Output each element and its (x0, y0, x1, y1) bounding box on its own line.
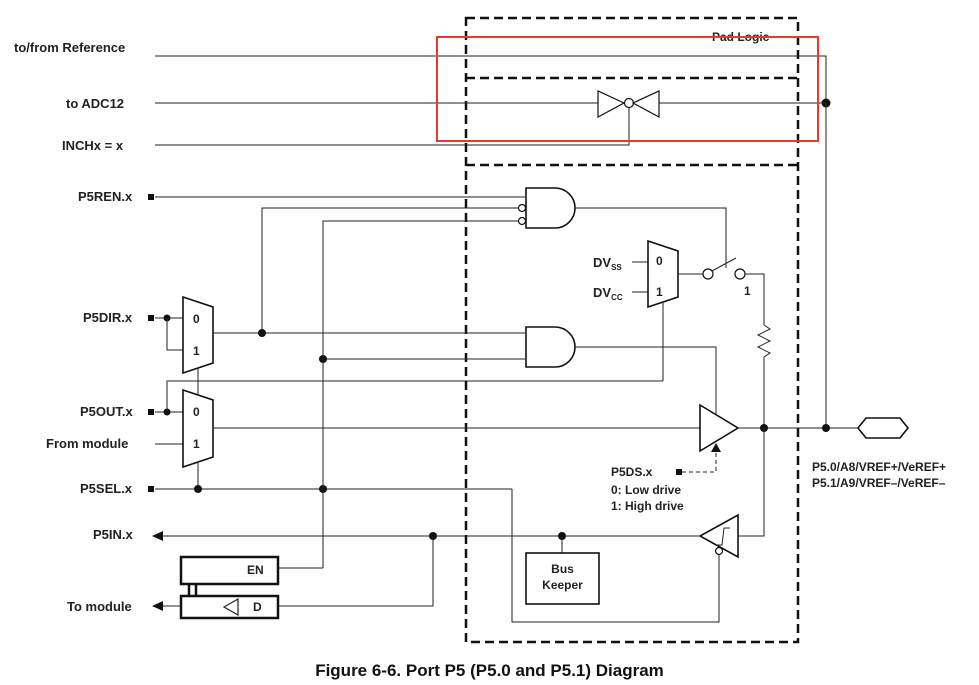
to-adc12-label: to ADC12 (66, 96, 124, 111)
bus-keeper: Bus Keeper (525, 552, 600, 605)
p5out-mux-0: 0 (193, 405, 200, 419)
p5ds-label: P5DS.x (611, 465, 653, 479)
pin-connector: P5.0/A8/VREF+/VeREF+ P5.1/A9/VREF–/VeREF… (812, 417, 946, 490)
output-buffer (699, 98, 860, 453)
pullup-switch: 1 (702, 257, 772, 530)
figure-caption: Figure 6-6. Port P5 (P5.0 and P5.1) Diag… (315, 661, 664, 680)
input-latch: EN D (152, 536, 434, 620)
pin-label-1: P5.0/A8/VREF+/VeREF+ (812, 460, 946, 474)
supply-mux: 0 1 DVSS DVCC (593, 239, 703, 381)
adc12-path (155, 90, 826, 146)
dvss-label: DVSS (593, 255, 622, 272)
p5out-mux-1: 1 (193, 437, 200, 451)
p5sel-label: P5SEL.x (80, 481, 133, 496)
bus-keeper-line2: Keeper (542, 578, 583, 592)
p5dir-mux-1: 1 (193, 344, 200, 358)
p5sel-path (148, 221, 720, 623)
inchx-label: INCHx = x (62, 138, 124, 153)
p5dir-mux-0: 0 (193, 312, 200, 326)
latch-en-label: EN (247, 563, 264, 577)
high-drive-label: 1: High drive (611, 499, 684, 513)
pad-logic-region: Pad Logic (464, 16, 800, 644)
reference-line (155, 55, 827, 103)
p5out-mux: 0 1 (148, 380, 700, 489)
pin-label-2: P5.1/A9/VREF–/VeREF– (812, 476, 946, 490)
p5dir-label: P5DIR.x (83, 310, 133, 325)
bus-keeper-line1: Bus (551, 562, 574, 576)
p5dir-mux: 0 1 (148, 295, 525, 398)
p5in-label: P5IN.x (93, 527, 134, 542)
input-buffer (152, 428, 765, 559)
p5ren-label: P5REN.x (78, 189, 133, 204)
and-gate-lower (319, 326, 717, 414)
p5ren-path (148, 194, 525, 200)
dvcc-label: DVCC (593, 285, 623, 302)
switch-1-label: 1 (744, 284, 751, 298)
to-from-reference-label: to/from Reference (14, 40, 125, 55)
supply-mux-1: 1 (656, 285, 663, 299)
latch-d-label: D (253, 600, 262, 614)
supply-mux-0: 0 (656, 254, 663, 268)
from-module-label: From module (46, 436, 128, 451)
drive-strength: P5DS.x 0: Low drive 1: High drive (611, 443, 721, 513)
to-module-label: To module (67, 599, 132, 614)
highlight-box (436, 36, 819, 142)
p5out-label: P5OUT.x (80, 404, 134, 419)
low-drive-label: 0: Low drive (611, 483, 681, 497)
